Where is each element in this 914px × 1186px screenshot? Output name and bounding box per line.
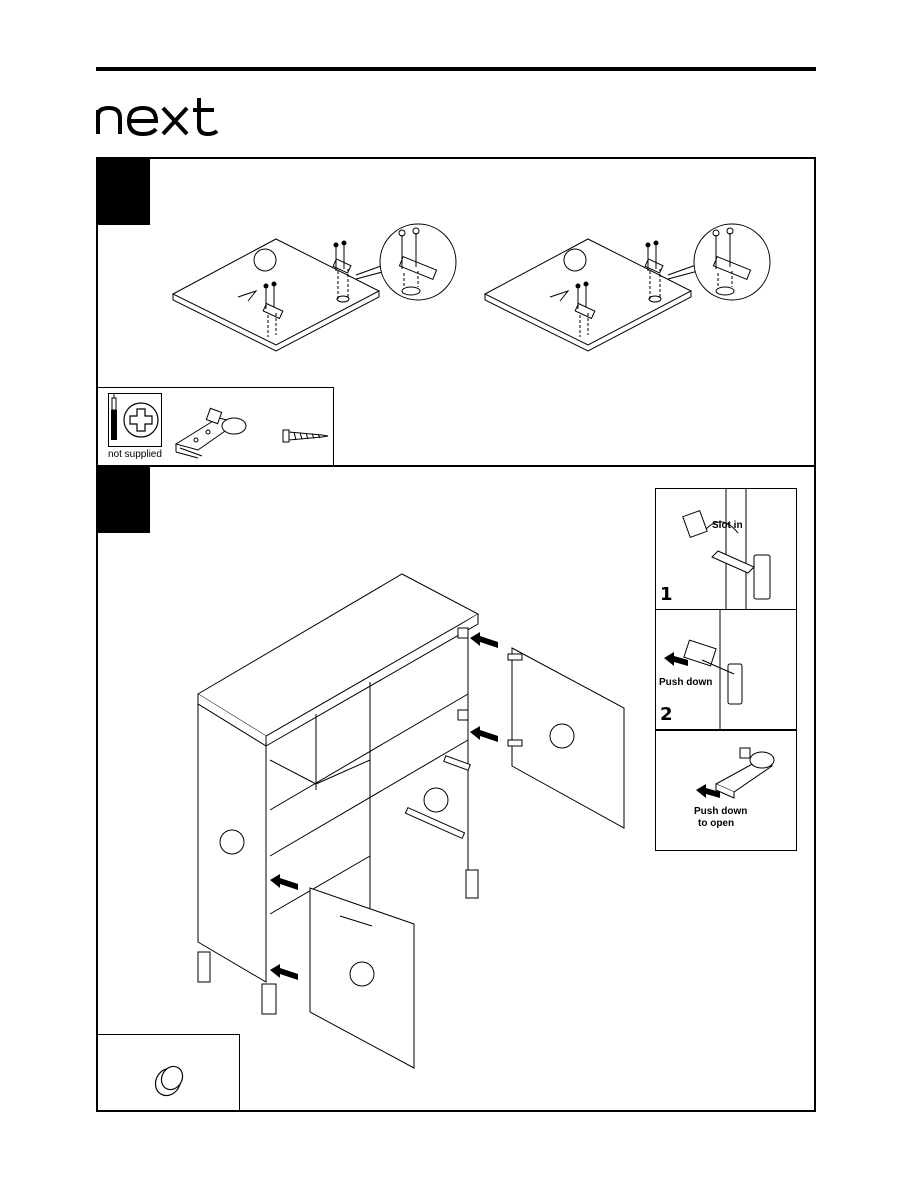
push-arrow-icon: [270, 964, 300, 984]
cabinet-assembly-illustration: [190, 570, 630, 1070]
tool-caption: not supplied: [108, 449, 162, 460]
inset-2-label: Push down: [659, 677, 712, 688]
push-arrow-icon: [470, 632, 500, 652]
hinge-slot-in-illustration: [656, 489, 796, 609]
inset-1-box: [655, 488, 797, 610]
inset-1-number: 1: [660, 584, 673, 605]
door-panel-right-drawing: [485, 224, 770, 351]
inset-3-box: [655, 729, 797, 851]
inset-2-box: [655, 609, 797, 731]
knob-icon: [150, 1062, 190, 1098]
hinge-push-down-illustration: [656, 610, 796, 730]
brand-logo: [96, 96, 246, 136]
inset-2-number: 2: [660, 704, 673, 725]
hinge-open-illustration: [656, 730, 796, 850]
hinge-icon: [172, 404, 258, 460]
inset-3-label-line2: to open: [698, 818, 734, 829]
phillips-head-icon: [121, 400, 161, 440]
push-arrow-icon: [270, 874, 300, 894]
push-arrow-icon: [470, 726, 500, 746]
screw-icon: [282, 427, 330, 445]
inset-1-label: Slot in: [712, 520, 743, 531]
header-rule: [96, 67, 816, 71]
door-panel-left-drawing: [173, 224, 456, 351]
step-2-number-block: [98, 467, 150, 533]
inset-3-label-line1: Push down: [694, 806, 747, 817]
next-logo-icon: [96, 96, 246, 136]
